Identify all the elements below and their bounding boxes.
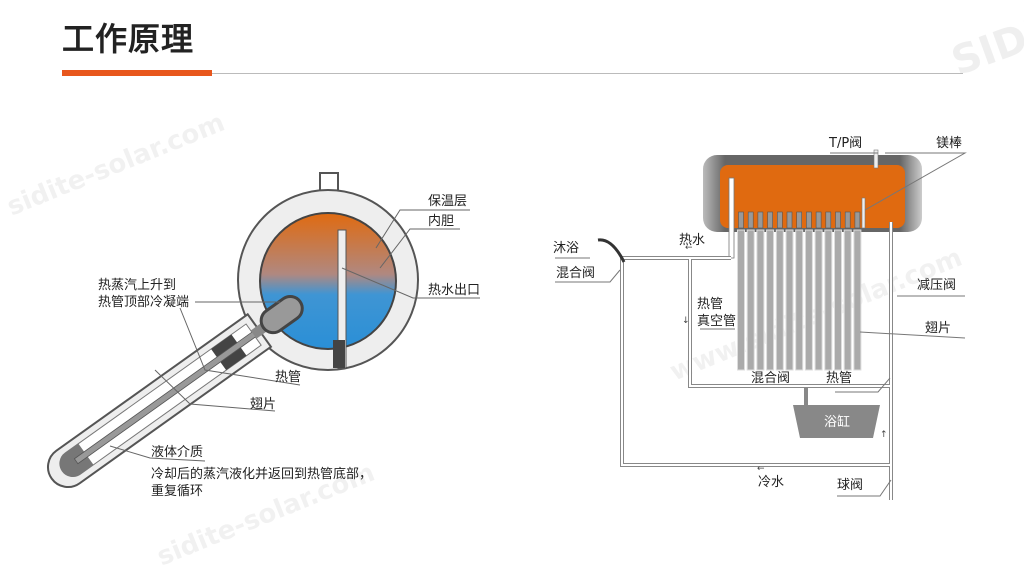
tube-condenser bbox=[738, 211, 744, 229]
bathtub bbox=[793, 405, 880, 438]
label-heat-pipe-right: 热管 bbox=[826, 371, 853, 386]
vacuum-tube bbox=[775, 229, 784, 371]
vacuum-tube bbox=[853, 229, 862, 371]
label-vapor-rise-1: 热蒸汽上升到 bbox=[98, 278, 177, 293]
vacuum-tube bbox=[804, 229, 813, 371]
label-hot-outlet: 热水出口 bbox=[428, 283, 481, 298]
label-liquid: 液体介质 bbox=[151, 445, 204, 460]
tube-condenser bbox=[815, 211, 822, 229]
vacuum-tube-array bbox=[737, 211, 862, 371]
label-fin: 翅片 bbox=[250, 397, 277, 412]
vacuum-tube bbox=[824, 229, 833, 371]
vacuum-tube bbox=[843, 229, 852, 371]
label-pressure-valve: 减压阀 bbox=[917, 278, 957, 293]
label-tp-valve: T/P阀 bbox=[829, 136, 863, 151]
svg-text:↓: ↓ bbox=[682, 316, 690, 326]
svg-text:↑: ↑ bbox=[880, 430, 888, 440]
tube-condenser bbox=[844, 211, 851, 229]
shower-head-icon bbox=[597, 238, 626, 263]
tube-condenser bbox=[747, 211, 754, 229]
right-leader-lines bbox=[555, 152, 967, 497]
label-vacuum-tube: 真空管 bbox=[697, 314, 737, 329]
svg-text:←: ← bbox=[685, 243, 693, 253]
title-divider bbox=[212, 73, 963, 74]
vacuum-tube bbox=[737, 229, 745, 371]
label-mix-valve: 混合阀 bbox=[556, 266, 596, 281]
left-leader-lines bbox=[109, 209, 480, 462]
label-liquid-desc-2: 重复循环 bbox=[151, 484, 204, 499]
vacuum-tube bbox=[756, 229, 765, 371]
label-heat-pipe-1: 热管 bbox=[697, 297, 724, 312]
vacuum-tube bbox=[834, 229, 842, 371]
vacuum-tube bbox=[795, 229, 804, 371]
label-hot-water: 热水 bbox=[679, 233, 706, 248]
flow-arrows: ↓ ← ↑ ← bbox=[682, 243, 888, 474]
label-inner-tank: 内胆 bbox=[428, 214, 455, 229]
tube-condenser bbox=[757, 211, 764, 229]
label-insulation: 保温层 bbox=[428, 194, 468, 209]
label-bathtub: 浴缸 bbox=[824, 415, 851, 430]
tube-condenser bbox=[835, 211, 841, 229]
tube-condenser bbox=[776, 211, 783, 229]
tube-condenser bbox=[825, 211, 832, 229]
tube-condenser bbox=[806, 211, 812, 229]
tube-condenser bbox=[854, 211, 861, 229]
label-vapor-rise-2: 热管顶部冷凝端 bbox=[98, 295, 190, 310]
vacuum-tube bbox=[814, 229, 823, 371]
label-fin-right: 翅片 bbox=[925, 321, 952, 336]
label-cold-water: 冷水 bbox=[758, 475, 785, 490]
label-mg-rod: 镁棒 bbox=[936, 136, 963, 151]
vacuum-tube bbox=[785, 229, 794, 371]
tube-condenser bbox=[796, 211, 803, 229]
title-accent-bar bbox=[62, 70, 212, 76]
label-mix-valve-2: 混合阀 bbox=[751, 371, 791, 386]
vacuum-tube bbox=[766, 229, 775, 371]
page-title: 工作原理 bbox=[62, 20, 195, 58]
label-shower: 沐浴 bbox=[553, 241, 580, 256]
svg-text:←: ← bbox=[757, 464, 765, 474]
label-liquid-desc-1: 冷却后的蒸汽液化并返回到热管底部， bbox=[151, 467, 373, 482]
logo-watermark: SIDITE bbox=[946, 0, 1024, 85]
label-ball-valve: 球阀 bbox=[837, 478, 864, 493]
tube-condenser bbox=[767, 211, 773, 229]
vacuum-tube bbox=[746, 229, 755, 371]
label-heat-pipe: 热管 bbox=[275, 370, 302, 385]
vacuum-tube bbox=[47, 294, 304, 488]
tube-condenser bbox=[786, 211, 793, 229]
